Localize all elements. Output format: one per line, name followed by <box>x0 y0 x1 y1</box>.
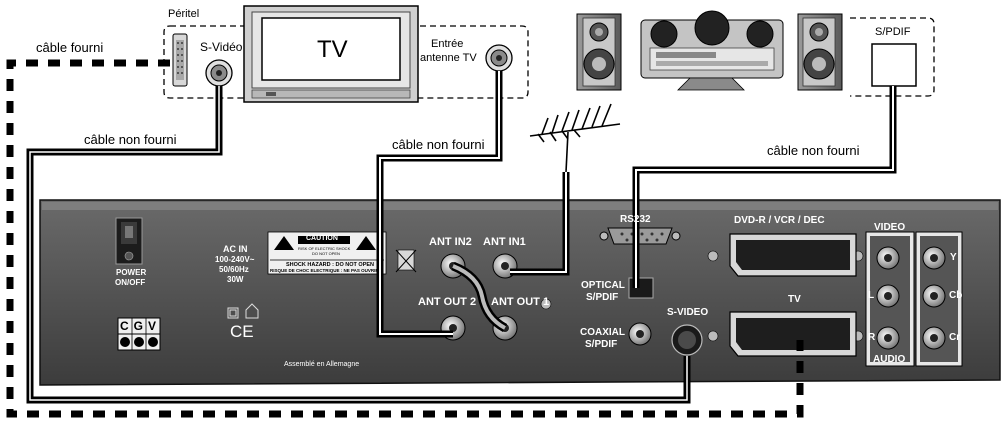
label-shock-hazard: SHOCK HAZARD : DO NOT OPEN <box>286 262 374 268</box>
svideo-cable <box>26 86 691 404</box>
label-risque-choc: RISQUE DE CHOC ELECTRIQUE : NE PAS OUVRI… <box>270 268 379 273</box>
label-ac-volt: 100-240V~ <box>215 255 255 264</box>
label-peritel: Péritel <box>168 8 200 20</box>
label-ant-out1: ANT OUT 1 <box>491 296 550 308</box>
label-scart-bottom: TV <box>788 294 801 305</box>
roof-antenna-cable <box>510 172 570 276</box>
label-jack-y: Y <box>950 252 957 263</box>
amplifier-unit <box>640 10 784 91</box>
label-ac-watt: 30W <box>227 275 244 284</box>
label-jack-l: L <box>868 290 875 301</box>
tv-set <box>243 5 419 103</box>
label-brand-cgv: CGV <box>120 319 162 333</box>
antenna <box>529 103 621 173</box>
label-svideo-tv: S-Vidéo <box>200 40 243 54</box>
tv-antenna-jack <box>485 44 513 72</box>
peritel-connector <box>172 33 188 87</box>
label-caution-sub2: DO NOT OPEN <box>312 251 340 256</box>
left-speaker <box>576 13 622 91</box>
amp-spdif-port <box>871 43 917 87</box>
label-coaxial: COAXIAL <box>580 327 625 338</box>
label-optical-spdif: S/PDIF <box>586 292 619 303</box>
label-cable-non-fourni-left: câble non fourni <box>84 132 177 147</box>
tv-group-dashed-frame <box>163 25 529 99</box>
label-entree: Entrée <box>431 38 464 50</box>
label-jack-r: R <box>868 332 876 343</box>
amp-group-dashed-frame <box>850 17 935 97</box>
label-power-onoff: ON/OFF <box>115 278 146 287</box>
label-ant-out2: ANT OUT 2 <box>418 296 477 308</box>
label-caution-sub1: RISK OF ELECTRIC SHOCK <box>298 246 351 251</box>
label-ant-in1: ANT IN1 <box>483 236 526 248</box>
label-ant-in2: ANT IN2 <box>429 236 472 248</box>
optical-cable <box>632 86 897 288</box>
label-ac-freq: 50/60Hz <box>219 265 249 274</box>
label-optical: OPTICAL <box>581 280 625 291</box>
label-cable-non-fourni-mid: câble non fourni <box>392 137 485 152</box>
right-speaker <box>797 13 843 91</box>
label-ac-in: AC IN <box>223 244 248 254</box>
receiver-rear-panel <box>39 199 1001 386</box>
label-audio: AUDIO <box>873 354 906 365</box>
label-s-video: S-VIDEO <box>667 307 709 318</box>
peritel-cable-dashed <box>6 59 804 418</box>
label-cable-fourni: câble fourni <box>36 40 104 55</box>
label-rs232: RS232 <box>620 214 651 225</box>
label-scart-top: DVD-R / VCR / DEC <box>734 215 825 226</box>
label-caution: CAUTION <box>306 235 338 242</box>
label-spdif-amp: S/PDIF <box>875 26 911 38</box>
tv-antenna-cable <box>376 71 503 338</box>
tv-svideo-jack <box>205 59 233 87</box>
label-antenne-tv: antenne TV <box>420 52 477 64</box>
loop-through-cable <box>451 261 508 332</box>
label-jack-cb: Cb <box>949 290 963 301</box>
label-jack-cr: Cr <box>949 332 961 343</box>
label-tv: TV <box>317 36 348 63</box>
label-power: POWER <box>116 268 147 277</box>
label-coaxial-spdif: S/PDIF <box>585 339 618 350</box>
label-made-in: Assemblé en Allemagne <box>284 361 360 368</box>
label-ce-mark: CE <box>230 322 254 341</box>
label-video: VIDEO <box>874 222 906 233</box>
label-cable-non-fourni-right: câble non fourni <box>767 143 860 158</box>
